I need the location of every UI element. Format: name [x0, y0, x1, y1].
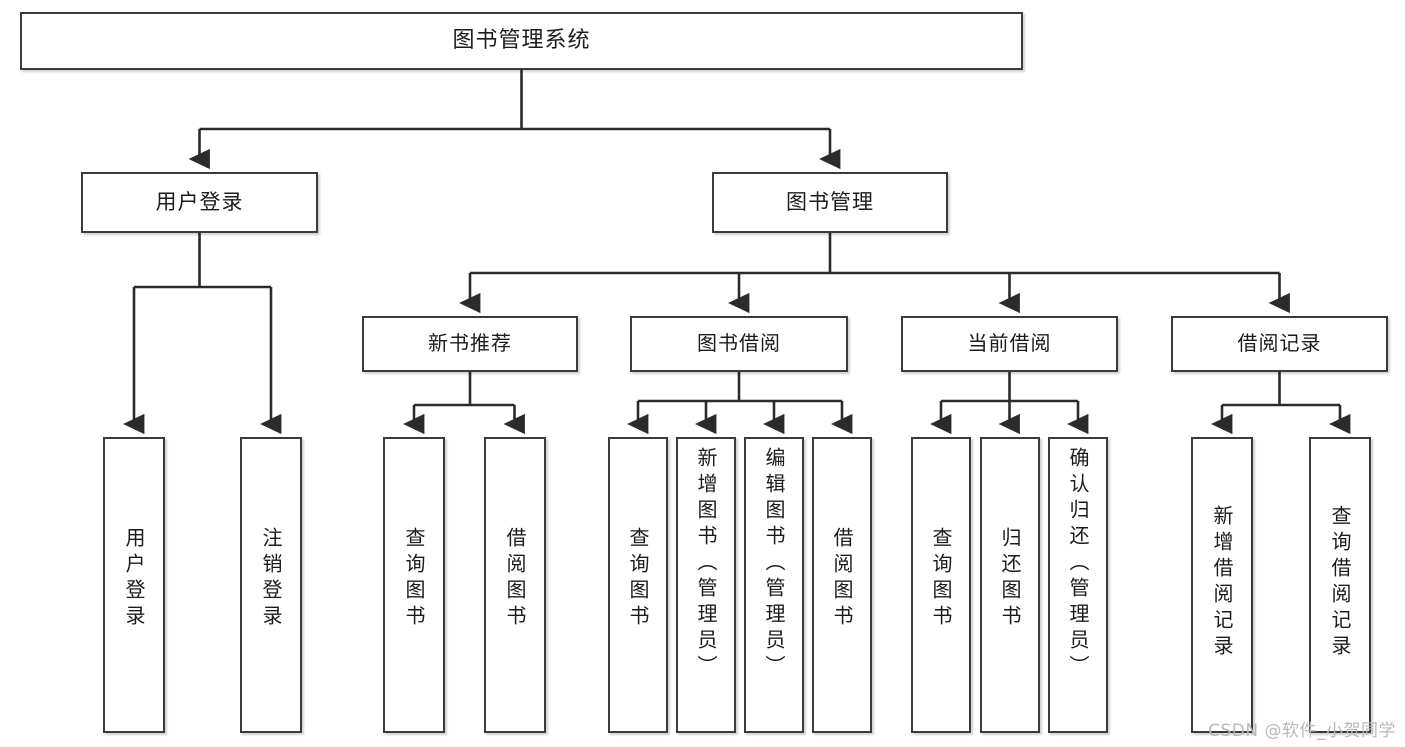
- node-label: 编辑图书（管理员）: [762, 447, 786, 681]
- node-root-book-management-system[interactable]: 图书管理系统: [20, 12, 1023, 70]
- node-label: 确认归还（管理员）: [1066, 447, 1090, 681]
- node-user-login[interactable]: 用户登录: [81, 172, 318, 233]
- node-label: 查询图书: [402, 527, 426, 631]
- node-borrow-record[interactable]: 借阅记录: [1171, 316, 1388, 372]
- csdn-watermark: CSDN @软件_小贺同学: [1208, 721, 1396, 741]
- node-book-borrow[interactable]: 图书借阅: [630, 316, 848, 372]
- node-label: 新书推荐: [428, 331, 512, 356]
- node-book-management[interactable]: 图书管理: [712, 172, 948, 233]
- node-label: 图书借阅: [697, 331, 781, 356]
- node-leaf-borrow-book-new[interactable]: 借阅图书: [484, 437, 546, 733]
- node-label: 借阅图书: [503, 527, 527, 631]
- node-label: 归还图书: [998, 527, 1022, 631]
- node-label: 借阅图书: [830, 527, 854, 631]
- node-label: 查询借阅记录: [1328, 505, 1352, 661]
- node-leaf-add-book-admin[interactable]: 新增图书（管理员）: [676, 437, 736, 733]
- node-label: 新增借阅记录: [1210, 505, 1234, 661]
- node-leaf-query-borrow-record[interactable]: 查询借阅记录: [1309, 437, 1371, 733]
- node-leaf-return-book[interactable]: 归还图书: [980, 437, 1040, 733]
- node-label: 图书管理系统: [452, 28, 591, 54]
- node-label: 查询图书: [929, 527, 953, 631]
- node-leaf-add-borrow-record[interactable]: 新增借阅记录: [1191, 437, 1253, 733]
- node-leaf-query-book-current[interactable]: 查询图书: [911, 437, 971, 733]
- node-label: 用户登录: [122, 527, 146, 631]
- node-label: 查询图书: [626, 527, 650, 631]
- node-label: 新增图书（管理员）: [694, 447, 718, 681]
- node-label: 注销登录: [259, 527, 283, 631]
- node-label: 用户登录: [155, 190, 244, 215]
- node-leaf-user-login[interactable]: 用户登录: [103, 437, 165, 733]
- node-label: 图书管理: [786, 190, 874, 215]
- node-leaf-borrow-book[interactable]: 借阅图书: [812, 437, 872, 733]
- node-current-borrow[interactable]: 当前借阅: [901, 316, 1118, 372]
- node-leaf-logout[interactable]: 注销登录: [240, 437, 302, 733]
- node-label: 借阅记录: [1237, 331, 1322, 356]
- node-leaf-query-book-new[interactable]: 查询图书: [383, 437, 445, 733]
- node-label: 当前借阅: [967, 331, 1052, 356]
- node-leaf-query-book-borrow[interactable]: 查询图书: [608, 437, 668, 733]
- node-leaf-confirm-return-admin[interactable]: 确认归还（管理员）: [1048, 437, 1108, 733]
- node-new-book-recommend[interactable]: 新书推荐: [362, 316, 578, 372]
- node-leaf-edit-book-admin[interactable]: 编辑图书（管理员）: [744, 437, 804, 733]
